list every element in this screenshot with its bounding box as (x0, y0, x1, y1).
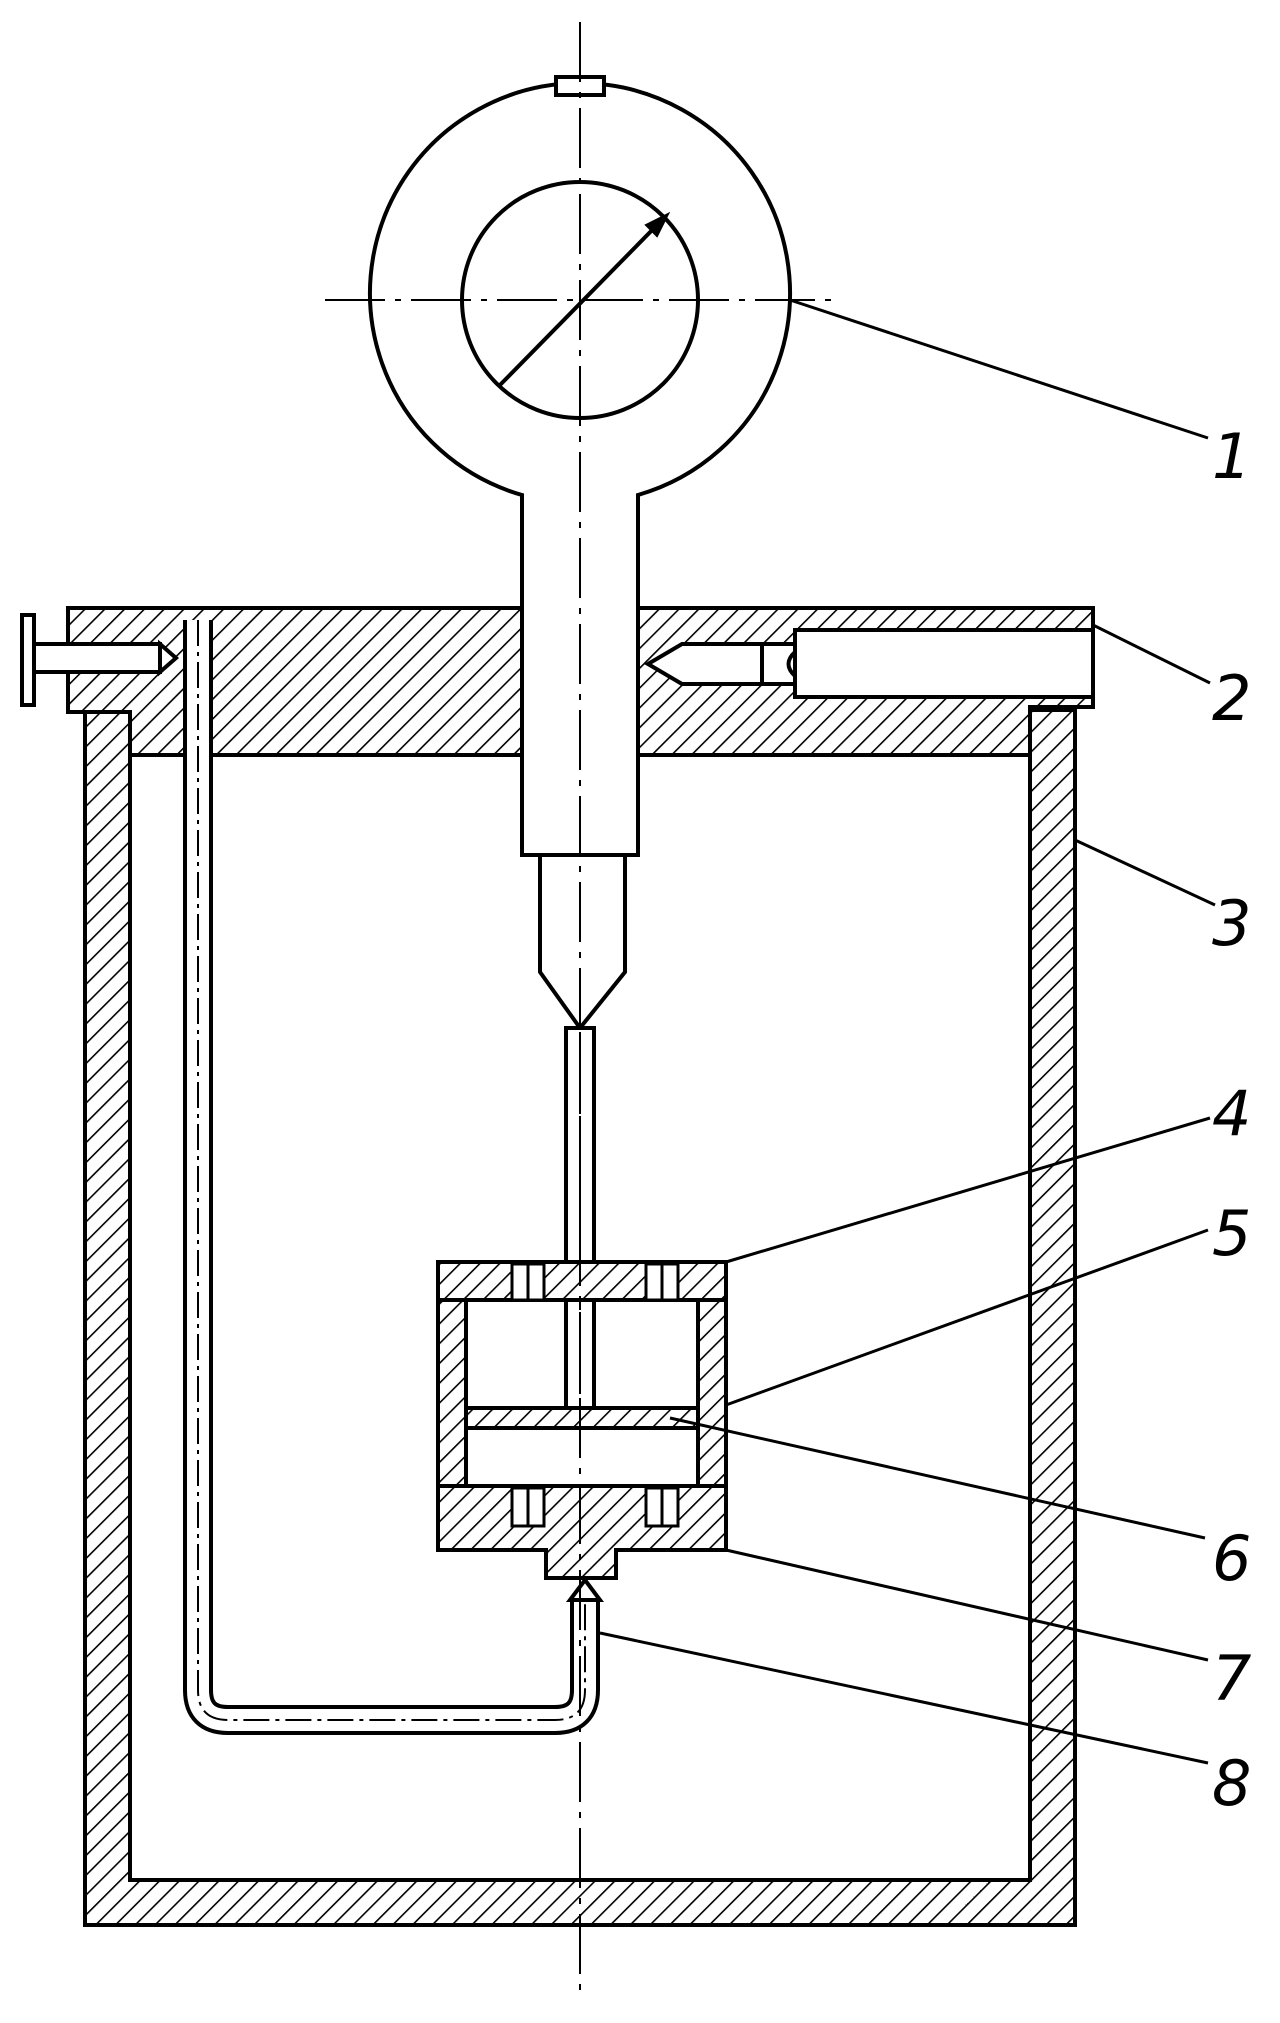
lid (20, 606, 1095, 757)
callout-label-5: 5 (1212, 1197, 1251, 1270)
leader-7 (725, 1548, 1209, 1662)
left-screw (20, 613, 180, 707)
callout-label-6: 6 (1212, 1522, 1251, 1595)
leader-lines (599, 298, 1216, 1765)
tube-tip (566, 1576, 604, 1602)
inlet-tube (183, 620, 604, 1735)
callout-label-2: 2 (1212, 662, 1251, 735)
callout-label-8: 8 (1212, 1747, 1251, 1820)
leader-5 (725, 1228, 1209, 1407)
callout-labels: 1 2 3 4 5 6 7 8 (1212, 420, 1251, 1820)
leader-1 (789, 298, 1209, 440)
tube-centerline (197, 620, 586, 1721)
gauge-stem (538, 853, 627, 1032)
gauge-needle-arrow (644, 211, 671, 238)
piston-plate (464, 1406, 700, 1430)
callout-label-7: 7 (1212, 1642, 1251, 1715)
leader-6 (669, 1416, 1206, 1540)
cell-bottom-cap (436, 1484, 728, 1580)
test-cell (436, 1260, 728, 1580)
leader-4 (725, 1116, 1211, 1264)
leader-8 (599, 1631, 1209, 1765)
callout-label-4: 4 (1212, 1077, 1251, 1150)
valve-needle (644, 642, 797, 686)
leader-3 (1074, 838, 1216, 907)
leader-2 (1092, 623, 1211, 685)
callout-label-3: 3 (1212, 887, 1251, 960)
callout-label-1: 1 (1212, 420, 1251, 493)
